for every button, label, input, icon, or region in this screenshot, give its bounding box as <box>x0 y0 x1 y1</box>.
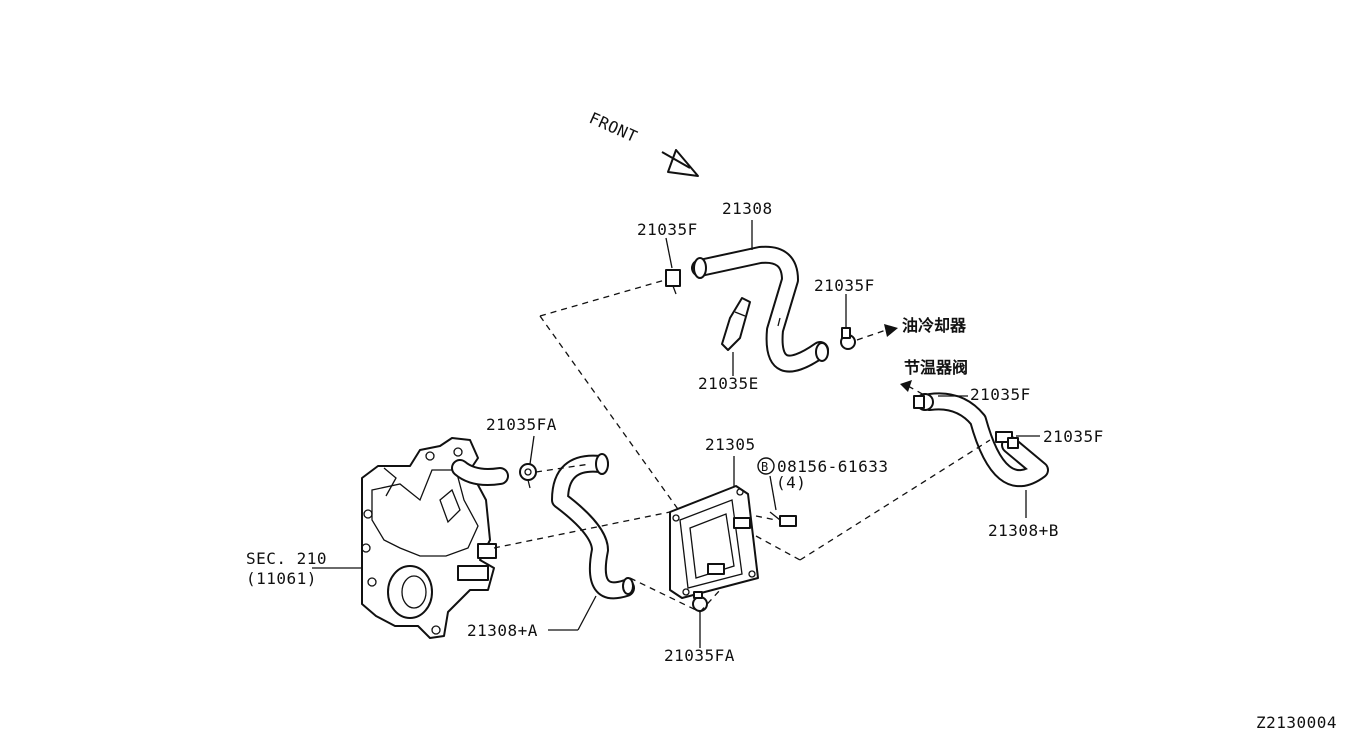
label-cooler: 21305 <box>705 435 756 454</box>
leader-lines <box>529 220 1040 648</box>
hose-21308b <box>921 392 1049 488</box>
label-bracket: 21035E <box>698 374 759 393</box>
front-arrow-icon <box>661 149 699 177</box>
label-clamp-fa-upper: 21035FA <box>486 415 557 434</box>
bolt-marker: B <box>757 457 775 475</box>
label-oil-cooler-cn: 油冷却器 <box>902 316 967 335</box>
oil-cooler-21305 <box>669 485 759 599</box>
label-clamp-fa-lower: 21035FA <box>664 646 735 665</box>
front-label: FRONT <box>586 108 640 146</box>
bolt-marker-letter: B <box>761 460 768 474</box>
engine-front-cover <box>361 437 501 639</box>
clamp-fa-lower <box>692 591 708 612</box>
arrow-from-thermostat-icon <box>900 380 927 397</box>
label-bolt-qty: (4) <box>776 473 806 492</box>
cover-outlet-pipe <box>451 459 509 486</box>
clamp-top-left <box>665 269 681 295</box>
label-bolt: 08156-61633 <box>777 457 888 476</box>
front-indicator: FRONT <box>586 108 699 177</box>
clamp-right-lower <box>995 431 1019 449</box>
label-hose-b: 21308+B <box>988 521 1059 540</box>
bracket-21035e <box>721 297 751 351</box>
label-clamp-right-upper: 21035F <box>970 385 1031 404</box>
hose-21308 <box>691 245 829 373</box>
label-clamp-top-right: 21035F <box>814 276 875 295</box>
arrow-to-oil-cooler-icon <box>856 324 898 341</box>
label-hose-top: 21308 <box>722 199 773 218</box>
label-clamp-top-left: 21035F <box>637 220 698 239</box>
bolt-08156 <box>769 511 797 527</box>
label-clamp-right-lower: 21035F <box>1043 427 1104 446</box>
clamp-right-upper <box>913 393 934 411</box>
label-hose-a: 21308+A <box>467 621 538 640</box>
label-sec-210: SEC. 210 <box>246 549 327 568</box>
diagram-code: Z2130004 <box>1256 713 1337 732</box>
label-sec-code: (11061) <box>246 569 317 588</box>
clamp-top-right <box>840 327 856 350</box>
hose-21308a <box>551 453 635 600</box>
label-thermostat-cn: 节温器阀 <box>904 358 968 377</box>
clamp-fa-upper <box>519 463 537 489</box>
connection-lines <box>493 279 991 613</box>
